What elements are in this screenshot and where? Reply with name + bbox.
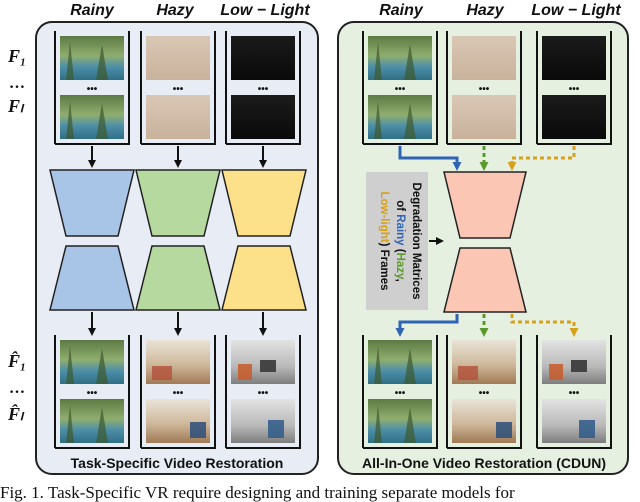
svg-text:•••: ••• <box>173 388 184 399</box>
left-lowlight-input-stack: ••• <box>225 31 301 145</box>
rainy-output-arrow <box>395 314 459 337</box>
left-hazy-output-stack: ••• <box>140 335 216 449</box>
right-column-rainy-label: Rainy <box>379 2 424 19</box>
right-panel-title: All-In-One Video Restoration (CDUN) <box>362 455 606 471</box>
rainy-input-arrow <box>398 146 462 171</box>
svg-text:•••: ••• <box>395 84 406 95</box>
svg-text:•••: ••• <box>569 388 580 399</box>
lowlight-network <box>221 169 307 311</box>
svg-text:of Rainy (Hazy,: of Rainy (Hazy, <box>394 200 406 282</box>
lowlight-output-arrow <box>510 314 579 337</box>
right-lowlight-output-stack: ••• <box>536 335 612 449</box>
svg-text:•••: ••• <box>87 84 98 95</box>
svg-text:•••: ••• <box>395 388 406 399</box>
svg-text:•••: ••• <box>569 84 580 95</box>
svg-text:Low-light) Frames: Low-light) Frames <box>378 191 390 290</box>
right-column-hazy-label: Hazy <box>466 2 504 19</box>
left-rainy-output-stack: ••• <box>54 335 130 449</box>
svg-text:•••: ••• <box>87 388 98 399</box>
lowlight-input-arrow <box>507 146 576 171</box>
left-lowlight-output-stack: ••• <box>225 335 301 449</box>
input-dots-label: … <box>9 75 25 92</box>
svg-text:•••: ••• <box>258 388 269 399</box>
right-column-lowlight-label: Low − Light <box>531 2 621 19</box>
left-panel-title: Task-Specific Video Restoration <box>71 455 284 471</box>
output-dots-label: … <box>9 380 25 397</box>
right-rainy-output-stack: ••• <box>362 335 438 449</box>
input-last-frame-label: Fₗ <box>7 96 25 116</box>
svg-text:•••: ••• <box>479 84 490 95</box>
svg-text:•••: ••• <box>479 388 490 399</box>
right-rainy-input-stack: ••• <box>362 31 438 145</box>
output-last-frame-label: F̂ₗ <box>7 404 25 424</box>
svg-text:•••: ••• <box>258 84 269 95</box>
left-rainy-input-stack: ••• <box>54 31 130 145</box>
right-hazy-output-stack: ••• <box>446 335 522 449</box>
left-column-hazy-label: Hazy <box>156 2 194 19</box>
left-column-lowlight-label: Low − Light <box>220 2 310 19</box>
figure-caption: Fig. 1. Task-Specific VR require designi… <box>0 484 515 502</box>
input-first-frame-label: F₁ <box>7 46 26 66</box>
degradation-matrices-box <box>366 172 428 310</box>
right-lowlight-input-stack: ••• <box>536 31 612 145</box>
right-hazy-input-stack: ••• <box>446 31 522 145</box>
left-column-rainy-label: Rainy <box>70 2 115 19</box>
cdun-network <box>443 171 527 313</box>
svg-text:Degradation Matrices: Degradation Matrices <box>410 183 422 300</box>
svg-text:•••: ••• <box>173 84 184 95</box>
left-hazy-input-stack: ••• <box>140 31 216 145</box>
hazy-network <box>135 169 221 311</box>
degradation-matrices-text: Degradation Matrices of Rainy (Hazy, Low… <box>378 183 422 300</box>
output-first-frame-label: F̂₁ <box>7 351 26 371</box>
rainy-network <box>49 169 135 311</box>
